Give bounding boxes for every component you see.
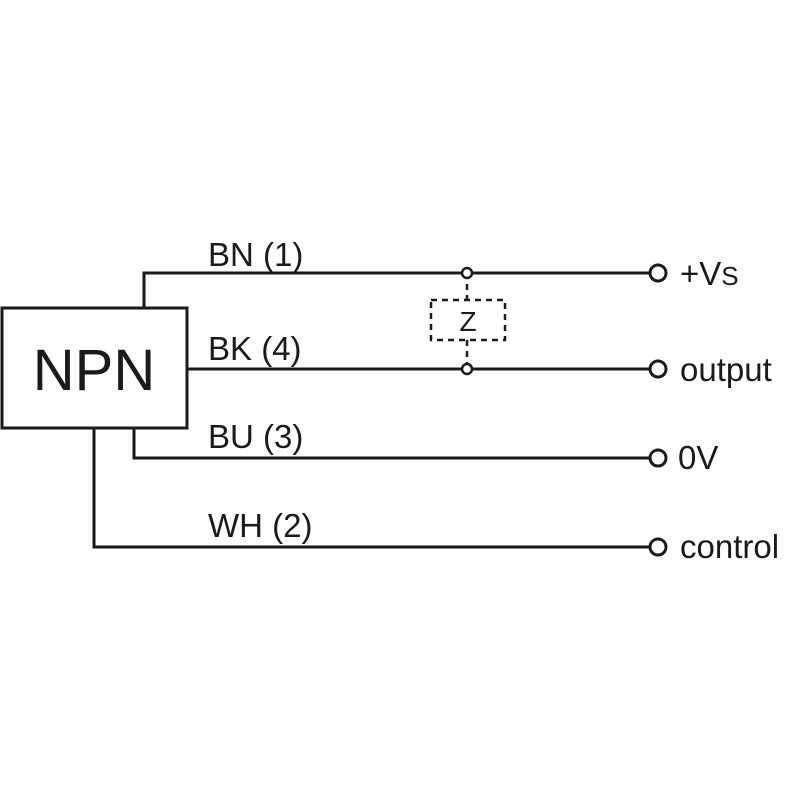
wire-wh: [92, 428, 650, 549]
terminal-control: [648, 537, 668, 557]
npn-component-box: [0, 306, 189, 430]
terminal-label-0v: 0V: [678, 439, 718, 476]
wire-bn: [142, 271, 650, 308]
terminal-0v: [648, 448, 668, 468]
wire-bu: [132, 428, 650, 460]
load-label: Z: [459, 306, 476, 337]
terminal-label-vs: +VS: [680, 255, 739, 292]
terminal-label-control: control: [680, 528, 779, 565]
terminal-output: [648, 359, 668, 379]
wire-code-wh: WH (2): [208, 507, 312, 544]
wire-code-bu: BU (3): [208, 418, 303, 455]
wire-code-bn: BN (1): [208, 236, 303, 273]
load-box: [429, 298, 507, 342]
terminal-vs: [648, 263, 668, 283]
terminal-label-vs-sub: S: [721, 261, 738, 291]
terminal-label-output: output: [680, 351, 772, 388]
junction-node-bn: [460, 266, 474, 280]
npn-component-label: NPN: [33, 338, 155, 403]
terminal-label-vs-main: +V: [680, 255, 721, 292]
junction-node-bk: [460, 362, 474, 376]
wire-code-bk: BK (4): [208, 330, 302, 367]
